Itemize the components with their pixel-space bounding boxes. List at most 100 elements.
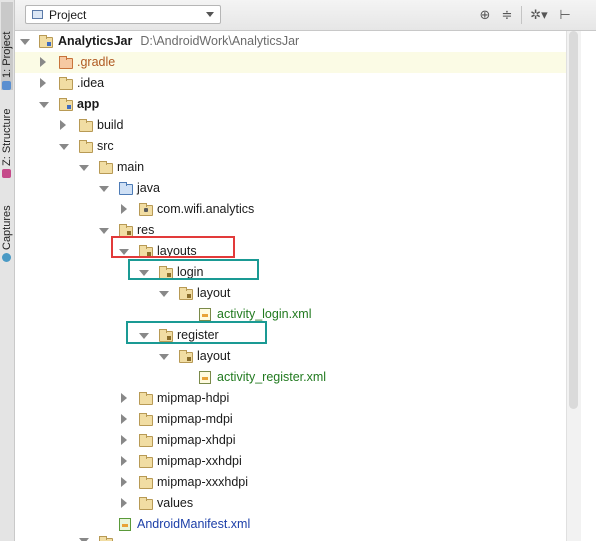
view-selector-label: Project [49,7,87,22]
target-icon[interactable]: ⊕ [479,7,491,22]
tree-label-main: main [117,160,145,174]
collapse-arrow-icon[interactable] [121,477,127,487]
expand-arrow-icon[interactable] [139,333,149,339]
tree-row-src[interactable]: src [15,136,581,157]
tree-row-build[interactable]: build [15,115,581,136]
tab-project-label: 1: Project [1,31,13,78]
tree-row-register[interactable]: register [15,325,581,346]
tree-row-mipmap-xxxhdpi[interactable]: mipmap-xxxhdpi [15,472,581,493]
expand-arrow-icon [79,538,89,541]
tool-window-strip: 1: Project Z: Structure Captures [0,0,15,541]
tree-row-gradle[interactable]: .gradle [15,52,581,73]
view-selector[interactable]: Project [25,5,221,24]
collapse-arrow-icon[interactable] [121,435,127,445]
tree-label-register: register [177,328,219,342]
folder-icon [59,56,73,69]
collapse-arrow-icon[interactable] [121,498,127,508]
expand-arrow-icon[interactable] [59,144,69,150]
tree-label-package: com.wifi.analytics [157,202,255,216]
tree-row-register-layout[interactable]: layout [15,346,581,367]
folder-icon [139,434,153,447]
expand-arrow-icon[interactable] [20,39,30,45]
root-path: D:\AndroidWork\AnalyticsJar [140,34,300,48]
tree-row-res[interactable]: res [15,220,581,241]
package-icon [139,203,153,216]
tree-label-login: login [177,265,204,279]
resource-folder-icon [179,350,193,363]
tree-label-manifest: AndroidManifest.xml [137,517,251,531]
collapse-arrow-icon[interactable] [40,78,46,88]
xml-file-icon [199,308,211,321]
tree-row-idea[interactable]: .idea [15,73,581,94]
tree-row-mipmap-xhdpi[interactable]: mipmap-xhdpi [15,430,581,451]
folder-icon [139,392,153,405]
resource-folder-icon [179,287,193,300]
tree-row-partial [15,535,581,541]
tree-label-mipmap-mdpi: mipmap-mdpi [157,412,233,426]
project-toolbar: Project ⊕ ≑ ✲▾ ⊢ [15,0,596,31]
panel-right-edge [581,31,596,541]
tree-row-manifest[interactable]: AndroidManifest.xml [15,514,581,535]
tree-row-layouts[interactable]: layouts [15,241,581,262]
resource-folder-icon [159,329,173,342]
tree-label-res: res [137,223,155,237]
tree-label-mipmap-xxxhdpi: mipmap-xxxhdpi [157,475,249,489]
folder-icon [139,497,153,510]
expand-arrow-icon[interactable] [159,354,169,360]
toolbar-divider [521,6,522,24]
tree-label-build: build [97,118,124,132]
collapse-all-icon[interactable]: ≑ [501,7,513,22]
tab-structure-label: Z: Structure [1,108,13,166]
tree-label-mipmap-xxhdpi: mipmap-xxhdpi [157,454,242,468]
tab-project[interactable]: 1: Project [1,2,13,90]
expand-arrow-icon[interactable] [159,291,169,297]
tree-row-login-file[interactable]: activity_login.xml [15,304,581,325]
annotation-box-register [126,321,267,344]
tree-row-package[interactable]: com.wifi.analytics [15,199,581,220]
expand-arrow-icon[interactable] [119,249,129,255]
collapse-arrow-icon[interactable] [121,204,127,214]
tree-row-login[interactable]: login [15,262,581,283]
expand-arrow-icon[interactable] [79,165,89,171]
collapse-arrow-icon[interactable] [121,393,127,403]
expand-arrow-icon[interactable] [39,102,49,108]
tree-label-layouts: layouts [157,244,197,258]
tree-label-register-file: activity_register.xml [217,370,327,384]
tree-row-register-file[interactable]: activity_register.xml [15,367,581,388]
collapse-arrow-icon[interactable] [121,456,127,466]
expand-arrow-icon[interactable] [139,270,149,276]
tree-label-mipmap-xhdpi: mipmap-xhdpi [157,433,236,447]
expand-arrow-icon[interactable] [99,228,109,234]
folder-icon [139,413,153,426]
scrollbar-thumb[interactable] [569,31,578,409]
xml-file-icon [199,371,211,384]
vertical-scrollbar[interactable] [566,31,581,541]
folder-icon [139,455,153,468]
collapse-arrow-icon[interactable] [121,414,127,424]
tree-label-login-file: activity_login.xml [217,307,312,321]
folder-icon [79,119,93,132]
tree-row-mipmap-hdpi[interactable]: mipmap-hdpi [15,388,581,409]
tree-label-idea: .idea [77,76,105,90]
tree-row-main[interactable]: main [15,157,581,178]
module-folder-icon [39,35,53,48]
hide-icon[interactable]: ⊢ [559,7,571,22]
tree-row-values[interactable]: values [15,493,581,514]
expand-arrow-icon[interactable] [99,186,109,192]
tree-row-java[interactable]: java [15,178,581,199]
tab-captures[interactable]: Captures [1,196,13,262]
module-folder-icon [59,98,73,111]
tree-row-mipmap-mdpi[interactable]: mipmap-mdpi [15,409,581,430]
gear-icon[interactable]: ✲▾ [530,7,548,22]
tree-row-mipmap-xxhdpi[interactable]: mipmap-xxhdpi [15,451,581,472]
manifest-file-icon [119,518,131,531]
collapse-arrow-icon[interactable] [60,120,66,130]
annotation-box-layouts [111,236,235,258]
tree-row-app[interactable]: app [15,94,581,115]
tree-row-login-layout[interactable]: layout [15,283,581,304]
collapse-arrow-icon[interactable] [40,57,46,67]
tab-structure[interactable]: Z: Structure [1,98,13,178]
